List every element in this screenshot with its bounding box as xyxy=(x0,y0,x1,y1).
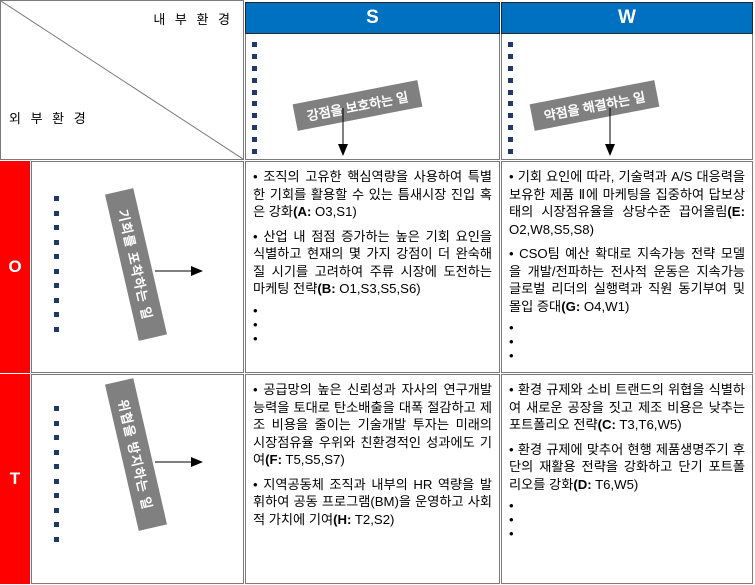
square-bullet-icon xyxy=(54,239,59,245)
square-bullet-icon xyxy=(508,65,513,71)
row-header-opportunities[interactable]: O xyxy=(0,161,30,373)
square-bullet-icon xyxy=(54,312,59,318)
square-bullet-icon xyxy=(252,89,257,95)
square-bullet-icon xyxy=(54,283,59,289)
diagonal-divider-icon xyxy=(1,1,243,159)
square-bullet-icon xyxy=(54,196,59,201)
list-item-empty xyxy=(509,514,745,526)
square-bullet-icon xyxy=(508,42,513,47)
square-bullet-icon xyxy=(252,65,257,71)
square-bullet-icon xyxy=(508,137,513,142)
square-bullet-icon xyxy=(252,77,257,83)
square-bullet-icon xyxy=(252,42,257,47)
quadrant-wo: 기회 요인에 따라, 기술력과 A/S 대응력을 보유한 제품 Ⅱ에 마케팅을 … xyxy=(501,161,753,373)
list-item: 기회 요인에 따라, 기술력과 A/S 대응력을 보유한 제품 Ⅱ에 마케팅을 … xyxy=(509,168,745,238)
square-bullet-icon xyxy=(54,478,59,484)
quadrant-wt-bullets: 환경 규제와 소비 트랜드의 위협을 식별하여 새로운 공장을 짓고 제조 비용… xyxy=(509,381,745,540)
list-item-empty xyxy=(509,336,745,348)
square-bullet-icon xyxy=(54,449,59,455)
column-header-w-label: W xyxy=(618,7,636,28)
square-bullet-icon xyxy=(508,113,513,119)
arrow-down-icon xyxy=(605,108,615,156)
square-bullet-icon xyxy=(252,101,257,107)
square-bullet-icon xyxy=(54,210,59,216)
internal-environment-label: 내 부 환 경 xyxy=(153,12,233,27)
square-bullet-icon xyxy=(252,113,257,119)
square-bullet-icon xyxy=(54,326,59,332)
quadrant-so-bullets: 조직의 고유한 핵심역량을 사용하여 특별한 기회를 활용할 수 있는 틈새시장… xyxy=(253,168,492,345)
square-bullet-icon xyxy=(54,435,59,441)
arrow-right-icon xyxy=(155,266,203,276)
row-header-t-label: T xyxy=(9,469,21,488)
matrix-corner-cell: 내 부 환 경 외 부 환 경 xyxy=(0,0,244,160)
square-bullet-icon xyxy=(252,148,257,154)
square-bullet-icon xyxy=(54,507,59,513)
column-header-s-label: S xyxy=(366,7,379,28)
bullet-column-weaknesses xyxy=(506,42,515,154)
square-bullet-icon xyxy=(508,89,513,95)
square-bullet-icon xyxy=(508,148,513,154)
column-header-strengths[interactable]: S xyxy=(245,2,500,34)
list-item-empty xyxy=(509,322,745,334)
arrow-down-icon xyxy=(338,108,348,156)
list-item: 조직의 고유한 핵심역량을 사용하여 특별한 기회를 활용할 수 있는 틈새시장… xyxy=(253,168,492,221)
arrow-right-icon xyxy=(155,457,203,467)
external-environment-label: 외 부 환 경 xyxy=(9,111,89,126)
square-bullet-icon xyxy=(54,522,59,528)
square-bullet-icon xyxy=(54,254,59,260)
list-item-empty xyxy=(509,500,745,512)
square-bullet-icon xyxy=(508,53,513,59)
square-bullet-icon xyxy=(252,137,257,142)
square-bullet-icon xyxy=(54,536,59,542)
list-item-empty xyxy=(509,528,745,540)
row-header-o-label: O xyxy=(8,257,22,276)
quadrant-wt: 환경 규제와 소비 트랜드의 위협을 식별하여 새로운 공장을 짓고 제조 비용… xyxy=(501,374,753,584)
square-bullet-icon xyxy=(508,77,513,83)
square-bullet-icon xyxy=(252,125,257,131)
square-bullet-icon xyxy=(54,225,59,231)
square-bullet-icon xyxy=(54,268,59,274)
list-item: 환경 규제와 소비 트랜드의 위협을 식별하여 새로운 공장을 짓고 제조 비용… xyxy=(509,381,745,434)
list-item-empty xyxy=(253,333,492,345)
square-bullet-icon xyxy=(54,420,59,426)
quadrant-st-bullets: 공급망의 높은 신뢰성과 자사의 연구개발 능력을 토대로 탄소배출을 대폭 절… xyxy=(253,381,492,528)
list-item-empty xyxy=(253,319,492,331)
list-item-empty xyxy=(253,305,492,317)
square-bullet-icon xyxy=(54,464,59,470)
square-bullet-icon xyxy=(508,101,513,107)
square-bullet-icon xyxy=(54,297,59,303)
square-bullet-icon xyxy=(54,406,59,411)
row-header-threats[interactable]: T xyxy=(0,374,30,584)
bullet-column-opportunities xyxy=(52,196,61,332)
quadrant-st: 공급망의 높은 신뢰성과 자사의 연구개발 능력을 토대로 탄소배출을 대폭 절… xyxy=(245,374,500,584)
list-item-empty xyxy=(509,350,745,362)
list-item: 산업 내 점점 증가하는 높은 기회 요인을 식별하고 현재의 몇 가지 강점이… xyxy=(253,228,492,298)
list-item: 공급망의 높은 신뢰성과 자사의 연구개발 능력을 토대로 탄소배출을 대폭 절… xyxy=(253,381,492,469)
list-item: 지역공동체 조직과 내부의 HR 역량을 발휘하여 공동 프로그램(BM)을 운… xyxy=(253,476,492,529)
square-bullet-icon xyxy=(54,493,59,499)
square-bullet-icon xyxy=(252,53,257,59)
square-bullet-icon xyxy=(508,125,513,131)
quadrant-so: 조직의 고유한 핵심역량을 사용하여 특별한 기회를 활용할 수 있는 틈새시장… xyxy=(245,161,500,373)
column-header-weaknesses[interactable]: W xyxy=(501,2,753,34)
bullet-column-threats xyxy=(52,406,61,542)
list-item: CSO팀 예산 확대로 지속가능 전략 모델을 개발/전파하는 전사적 운동은 … xyxy=(509,245,745,315)
list-item: 환경 규제에 맞추어 현행 제품생명주기 후단의 재활용 전략을 강화하고 단기… xyxy=(509,441,745,494)
quadrant-wo-bullets: 기회 요인에 따라, 기술력과 A/S 대응력을 보유한 제품 Ⅱ에 마케팅을 … xyxy=(509,168,745,362)
bullet-column-strengths xyxy=(250,42,259,154)
